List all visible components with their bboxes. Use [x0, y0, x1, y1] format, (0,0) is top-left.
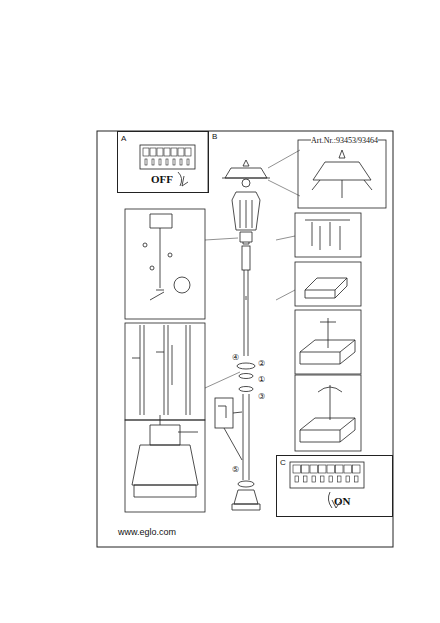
step-panel: C ON [276, 455, 393, 517]
step-letter: A [121, 134, 126, 143]
article-number: Art.Nr.:93453/93464 [311, 137, 378, 145]
callout-number: ① [258, 376, 265, 384]
website: www.eglo.com [118, 528, 176, 537]
step-letter: B [212, 133, 217, 141]
switch-state: OFF [151, 173, 173, 185]
step-panel: A OFF [117, 131, 209, 193]
callout-number: ③ [258, 393, 265, 401]
callout-number: ④ [232, 354, 239, 362]
switch-state: ON [334, 495, 351, 507]
step-letter: C [280, 458, 286, 467]
callout-number: ② [258, 360, 265, 368]
callout-number: ⑤ [232, 466, 239, 474]
